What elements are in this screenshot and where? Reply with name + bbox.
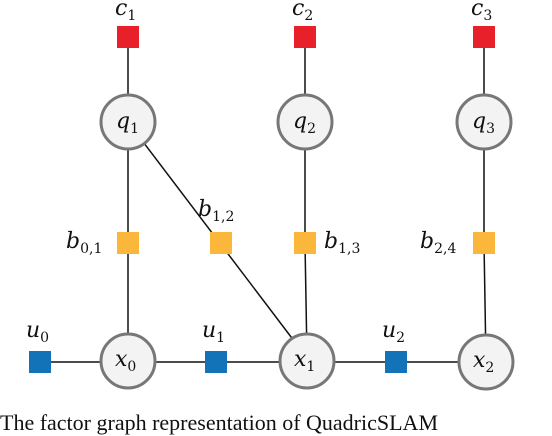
bbox-factor-b12 [210, 232, 232, 254]
label-c3: c3 [471, 0, 492, 24]
label-b24: b2,4 [420, 229, 456, 257]
label-u0: u0 [26, 318, 49, 346]
label-x1: x1 [294, 347, 315, 375]
label-q3: q3 [472, 109, 495, 137]
label-b12: b1,2 [198, 197, 234, 225]
camera-factors: c1 c2 c3 [115, 0, 495, 48]
bbox-factor-b01 [117, 232, 139, 254]
label-b13: b1,3 [324, 229, 360, 257]
label-q1: q1 [116, 109, 139, 137]
pose-node-x1 [278, 332, 336, 390]
label-x2: x2 [473, 348, 494, 376]
camera-factor-c1 [117, 26, 139, 48]
camera-factor-c2 [294, 26, 316, 48]
odometry-factor-u2 [385, 351, 407, 373]
pose-node-x2 [457, 333, 515, 391]
label-u2: u2 [382, 318, 405, 346]
bbox-factor-b13 [294, 232, 316, 254]
odometry-factors: u0 u1 u2 [26, 318, 407, 373]
graph-edges [40, 37, 487, 363]
quadric-nodes: q1 q2 q3 [99, 93, 513, 151]
quadric-node-q3 [455, 93, 513, 151]
label-b01: b0,1 [66, 229, 102, 257]
quadric-node-q2 [276, 93, 334, 151]
label-c2: c2 [292, 0, 313, 24]
factor-graph: c1 c2 c3 q1 q2 q3 b0,1 b1,2 b1,3 b2,4 u0… [26, 0, 515, 391]
label-c1: c1 [115, 0, 136, 24]
label-x0: x0 [115, 347, 136, 375]
pose-node-x0 [99, 332, 157, 390]
camera-factor-c3 [473, 26, 495, 48]
pose-nodes: x0 x1 x2 [99, 332, 515, 391]
odometry-factor-u0 [29, 351, 51, 373]
bbox-factors: b0,1 b1,2 b1,3 b2,4 [66, 197, 495, 257]
label-u1: u1 [202, 318, 225, 346]
figure-caption: The factor graph representation of Quadr… [0, 410, 439, 435]
label-q2: q2 [293, 109, 316, 137]
bbox-factor-b24 [473, 232, 495, 254]
quadric-node-q1 [99, 93, 157, 151]
odometry-factor-u1 [205, 351, 227, 373]
